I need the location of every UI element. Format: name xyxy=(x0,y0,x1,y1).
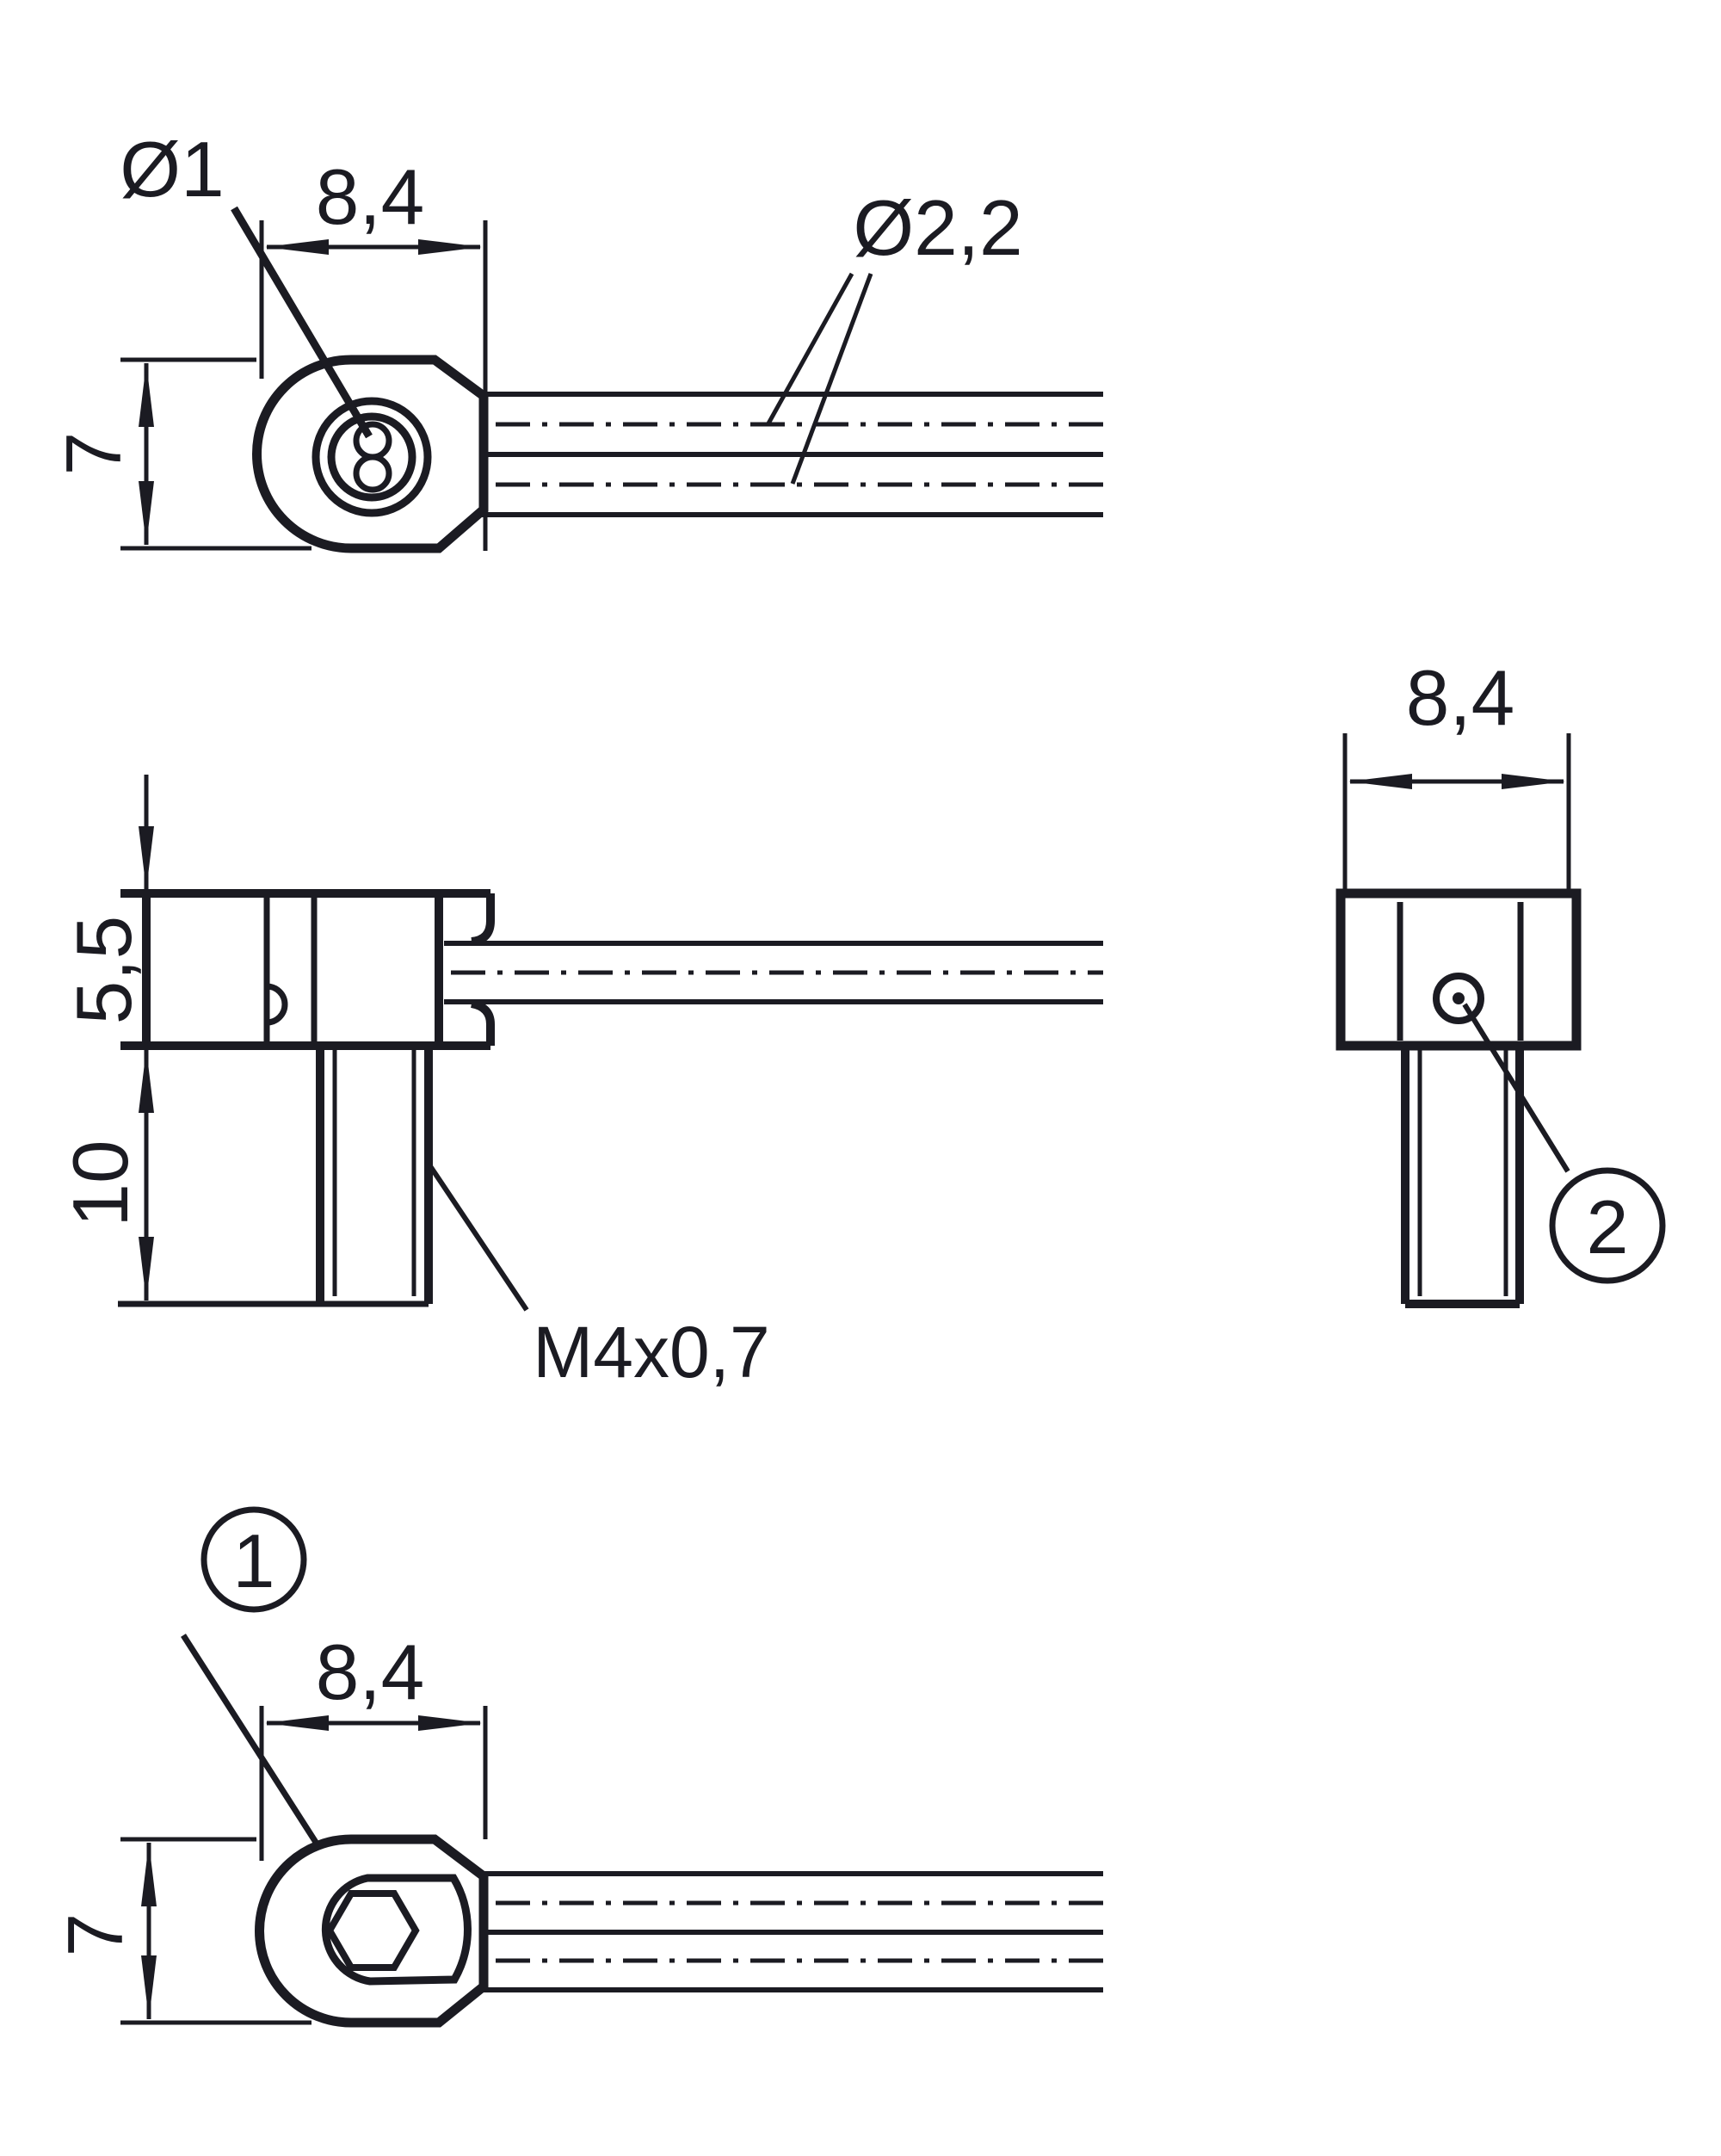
end-view-width-arrow-right xyxy=(1502,774,1565,789)
cable-diameter-label: Ø2,2 xyxy=(853,185,1022,272)
side-view: 5,5 10 M4x0,7 xyxy=(58,775,1103,1393)
cable-diameter-leader-1 xyxy=(766,272,854,425)
top-view-width-arrow-right xyxy=(418,239,482,255)
bottom-view-height-dim-text: 7 xyxy=(52,1913,139,1957)
end-view-width-dim-text: 8,4 xyxy=(1406,655,1515,742)
top-view-outer-ring xyxy=(312,397,432,517)
side-view-headheight-dim-text: 5,5 xyxy=(61,916,148,1025)
callout-1-badge-circle xyxy=(200,1506,307,1613)
cable-diameter-leader-2 xyxy=(790,273,873,485)
top-view-width-arrow-left xyxy=(265,239,329,255)
top-view-height-arrow-down xyxy=(139,481,154,545)
top-view-width-dim-text: 8,4 xyxy=(316,154,425,241)
side-view-socket-arc xyxy=(266,983,288,1026)
bottom-view-socket-recess xyxy=(321,1874,472,1986)
bottom-view-width-arrow-left xyxy=(265,1715,329,1731)
core-diameter-leader-line xyxy=(231,206,373,439)
core-diameter-label: Ø1 xyxy=(120,127,224,213)
thread-spec-label: M4x0,7 xyxy=(533,1312,769,1393)
thread-leader-line xyxy=(426,1162,529,1312)
end-view-width-arrow-left xyxy=(1348,774,1412,789)
end-view-reference-hole-center-dot xyxy=(1453,992,1465,1004)
callout-2-badge-number: 2 xyxy=(1587,1184,1629,1270)
bottom-view-height-arrow-up xyxy=(141,1843,157,1906)
side-view-threadlen-arrow-up xyxy=(139,1049,154,1113)
bottom-view-height-arrow-down xyxy=(141,1955,157,2019)
bottom-view: 1 8,4 7 xyxy=(52,1506,1103,2028)
bottom-view-width-arrow-right xyxy=(418,1715,482,1731)
top-view: Ø1 8,4 7 Ø2,2 xyxy=(51,127,1103,553)
bottom-view-hex-socket xyxy=(325,1890,420,1971)
end-view-reference-hole xyxy=(1433,973,1484,1024)
top-view-height-dim-text: 7 xyxy=(51,432,138,476)
bottom-view-width-dim-text: 8,4 xyxy=(316,1629,425,1716)
bottom-view-head-outline xyxy=(255,1834,489,2028)
side-view-head-right-edge-upper xyxy=(471,893,495,946)
side-view-head-right-edge-lower xyxy=(470,999,495,1046)
top-view-height-arrow-up xyxy=(139,363,154,427)
side-view-threadlen-arrow-down xyxy=(139,1237,154,1300)
side-view-headheight-arrow-down xyxy=(139,826,154,890)
callout-1-badge-number: 1 xyxy=(233,1518,275,1603)
side-view-threadlen-dim-text: 10 xyxy=(58,1140,145,1226)
top-view-fiber-core-lower xyxy=(353,454,392,493)
top-view-inner-ring xyxy=(327,412,416,502)
callout-2-badge-circle xyxy=(1549,1167,1666,1284)
callout-2-leader-line xyxy=(1462,1003,1570,1173)
end-view: 8,4 2 xyxy=(1335,655,1666,1308)
